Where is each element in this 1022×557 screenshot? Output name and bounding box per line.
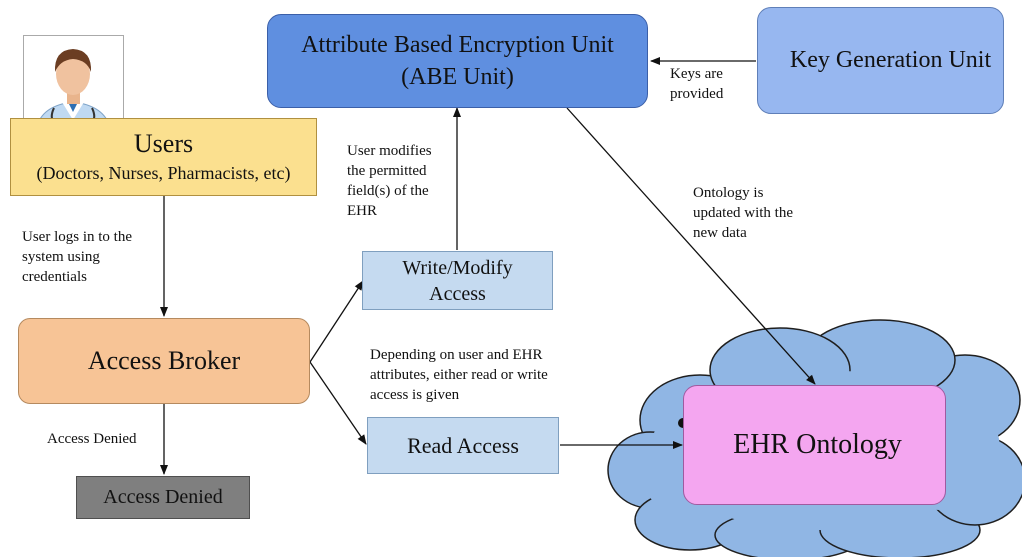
write-access-line1: Write/Modify: [402, 256, 513, 279]
read-access-box: Read Access: [367, 417, 559, 474]
arrow-broker-to-write: [309, 280, 364, 363]
read-access-label: Read Access: [407, 432, 519, 458]
access-broker-label: Access Broker: [87, 346, 241, 375]
abe-unit-box: Attribute Based Encryption Unit (ABE Uni…: [267, 14, 648, 108]
users-subtitle: (Doctors, Nurses, Pharmacists, etc): [36, 163, 291, 183]
key-generation-label: Key Generation Unit: [789, 47, 992, 73]
write-access-line2: Access: [429, 282, 486, 305]
ehr-ontology-box: EHR Ontology: [683, 385, 946, 505]
access-denied-box: Access Denied: [76, 476, 250, 519]
access-denied-label: Access Denied: [103, 486, 223, 508]
key-generation-box: Key Generation Unit: [757, 7, 1004, 114]
users-title: Users: [133, 129, 194, 158]
abe-unit-title: Attribute Based Encryption Unit: [301, 32, 614, 58]
modifies-label: User modifies the permitted field(s) of …: [347, 143, 432, 219]
abe-unit-subtitle: (ABE Unit): [401, 64, 514, 90]
users-box: Users (Doctors, Nurses, Pharmacists, etc…: [10, 118, 317, 196]
arrow-broker-to-read: [309, 361, 367, 445]
depending-label: Depending on user and EHR attributes, ei…: [370, 347, 548, 403]
keys-provided-label: Keys are provided: [670, 66, 724, 102]
write-access-box: Write/Modify Access: [362, 251, 553, 310]
login-label: User logs in to the system using credent…: [22, 229, 132, 285]
ehr-ontology-label: EHR Ontology: [733, 429, 902, 460]
access-broker-box: Access Broker: [18, 318, 310, 404]
access-denied-edge-label: Access Denied: [47, 431, 137, 447]
ontology-updated-label: Ontology is updated with the new data: [693, 185, 793, 241]
arrow-abe-to-ontology: [566, 107, 816, 385]
